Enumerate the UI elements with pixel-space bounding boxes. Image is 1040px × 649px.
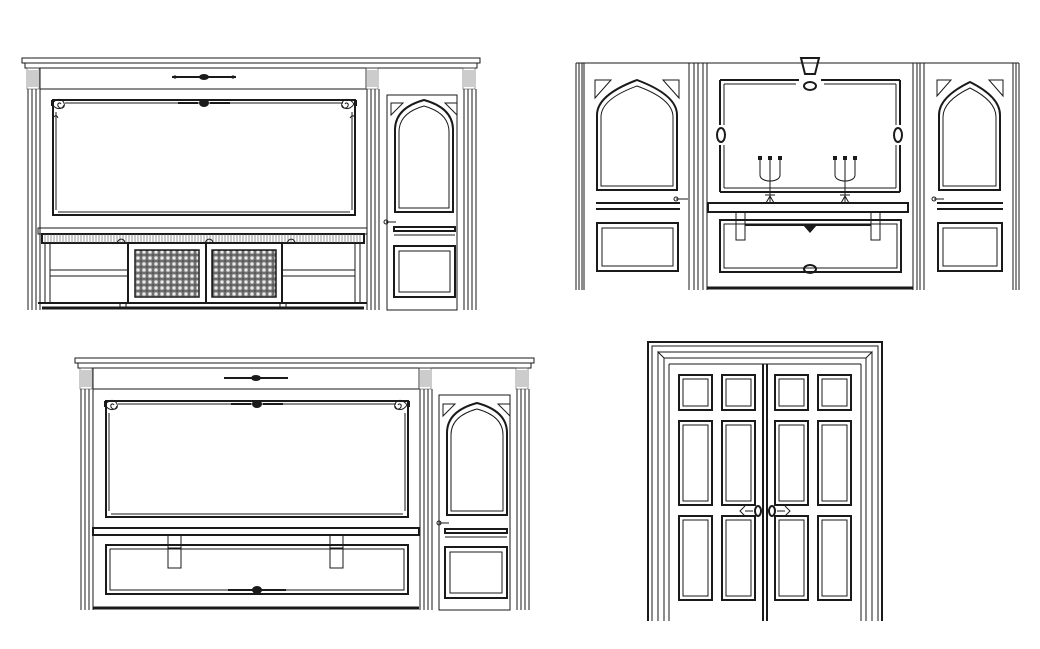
- lower-panel: [93, 544, 419, 610]
- mirror-panel: [702, 57, 918, 290]
- eight-panel-double-door: [668, 363, 862, 621]
- console-wall-elevation: [575, 57, 1020, 290]
- door-handles: [739, 505, 791, 517]
- frieze-ornament: [172, 74, 236, 80]
- lattice-doors: [116, 238, 296, 309]
- lower-panel: [707, 219, 913, 290]
- tv-wall-elevation-with-shelf: [74, 357, 535, 611]
- console-table: [707, 202, 909, 241]
- gothic-arch-door: [383, 94, 458, 311]
- tv-wall-elevation-with-cabinet: [21, 57, 481, 311]
- cornice: [21, 57, 481, 90]
- molded-wall-panel: [104, 399, 410, 518]
- low-cabinet: [37, 227, 368, 310]
- door-casing: [647, 341, 883, 621]
- pilasters: [80, 389, 530, 610]
- floating-shelf: [92, 527, 420, 569]
- candelabra-pair: [758, 156, 857, 204]
- pilasters: [27, 89, 477, 310]
- molded-wall-panel: [51, 98, 357, 216]
- double-door-elevation: [647, 341, 883, 621]
- right-gothic-door: [919, 63, 1004, 290]
- left-gothic-door: [583, 63, 699, 290]
- cornice: [74, 357, 535, 390]
- gothic-arch-door: [436, 394, 511, 611]
- dentil-blocks: [26, 67, 476, 90]
